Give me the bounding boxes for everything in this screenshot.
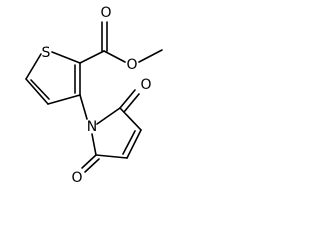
carbonyl-oxygen-bottom-label: O bbox=[71, 170, 82, 186]
bond-c2-c3 bbox=[25, 78, 49, 105]
bond-ctop-otop-b bbox=[123, 93, 140, 113]
atom-labels: S N O O O O bbox=[42, 5, 152, 186]
methyl-ester-group bbox=[79, 21, 163, 64]
bond-c4-n bbox=[79, 94, 88, 120]
ether-oxygen-ester-label: O bbox=[126, 57, 137, 73]
bond-ctop-otop-a bbox=[119, 89, 136, 109]
bond-cleft-obottom-b bbox=[84, 158, 100, 173]
bond-c5-ccarbonyl bbox=[79, 50, 105, 64]
bond-s1-c2 bbox=[25, 53, 42, 80]
bond-ctop-cright bbox=[119, 107, 142, 131]
bond-cleft-obottom-a bbox=[81, 154, 97, 169]
bond-n-ctop bbox=[96, 107, 121, 125]
nitrogen-atom-label: N bbox=[87, 119, 97, 135]
thiophene-ring bbox=[25, 51, 81, 105]
bond-c2-c3-inner bbox=[30, 79, 50, 100]
bond-oether-methyl bbox=[138, 49, 163, 63]
maleimide-ring bbox=[79, 89, 142, 173]
carbonyl-oxygen-top-label: O bbox=[140, 77, 151, 93]
bond-c5-s1 bbox=[51, 51, 81, 64]
bond-ccarbonyl-oether bbox=[103, 50, 126, 63]
bond-cleft-n bbox=[91, 133, 97, 156]
bond-cright-cbottom-inner bbox=[122, 130, 136, 155]
bond-c3-c4 bbox=[47, 94, 81, 105]
bond-cright-cbottom bbox=[126, 129, 142, 159]
sulfur-atom-label: S bbox=[42, 45, 51, 61]
chemical-structure: S N O O O O bbox=[25, 5, 163, 186]
bond-cbottom-cleft bbox=[95, 154, 128, 159]
carbonyl-oxygen-ester-label: O bbox=[100, 5, 111, 21]
